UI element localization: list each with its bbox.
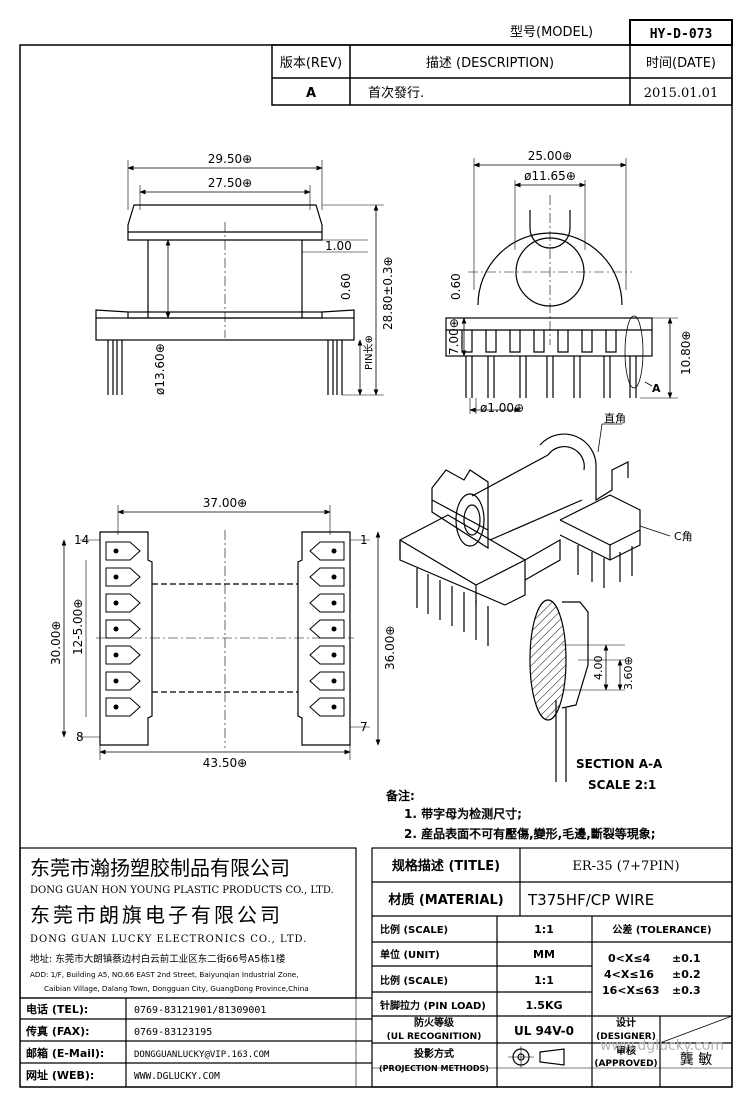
material-label: 材质 (MATERIAL): [388, 892, 503, 908]
tol3-value: ±0.3: [672, 984, 701, 997]
scale2-value: 1:1: [534, 974, 554, 987]
ul-label: 防火等级: [414, 1016, 455, 1029]
contacts: 电话 (TEL): 0769-83121901/81309001 传真 (FAX…: [25, 1002, 270, 1082]
side-dim-width: 25.00⊕: [528, 149, 572, 163]
contact-web-value: WWW.DGLUCKY.COM: [134, 1071, 220, 1082]
dim-core: ø13.60⊕: [153, 343, 167, 395]
pin-number-8: 8: [76, 730, 84, 744]
pin-slots: [105, 541, 345, 717]
note-chamfer: C角: [674, 530, 693, 543]
scale2-label: 比例 (SCALE): [380, 974, 448, 987]
projection-label: 投影方式: [414, 1047, 454, 1060]
dim-inner-width: 27.50⊕: [208, 176, 252, 190]
pin-length-label: PIN长⊕: [363, 335, 375, 370]
tol2-value: ±0.2: [672, 968, 701, 981]
unit-label: 单位 (UNIT): [380, 948, 440, 961]
approved-label: 审核: [616, 1044, 636, 1057]
projection-symbol-icon: [508, 1046, 565, 1068]
side-dim-bore: ø11.65⊕: [524, 169, 576, 183]
pin-load-label: 针脚拉力 (PIN LOAD): [380, 999, 486, 1012]
notes-heading: 备注:: [385, 788, 415, 803]
approved-label-en: (APPROVED): [594, 1059, 657, 1069]
bottom-dim-pin-span: 30.00⊕: [49, 621, 63, 665]
rev-header: 版本(REV): [280, 56, 342, 71]
contact-web-label: 网址 (WEB):: [26, 1068, 94, 1082]
unit-value: MM: [533, 948, 555, 961]
company-name-1-cn: 东莞市瀚扬塑胶制品有限公司: [30, 856, 290, 880]
contact-fax-label: 传真 (FAX):: [25, 1024, 90, 1038]
side-dim-pin: ø1.00⊕: [480, 401, 524, 415]
side-dim-step: 0.60: [449, 273, 463, 300]
side-dim-total: 10.80⊕: [679, 331, 693, 375]
desc-value: 首次發行.: [368, 85, 424, 101]
contact-tel-value: 0769-83121901/81309001: [134, 1005, 266, 1016]
scale-label: 比例 (SCALE): [380, 923, 448, 936]
model-label: 型号(MODEL): [510, 25, 593, 40]
side-view: [445, 158, 678, 414]
contact-email-label: 邮箱 (E-Mail):: [26, 1046, 104, 1060]
company-name-2-cn: 东莞市朗旗电子有限公司: [30, 903, 283, 927]
bottom-dim-inner: 37.00⊕: [203, 496, 247, 510]
date-header: 时间(DATE): [646, 56, 716, 71]
desc-header: 描述 (DESCRIPTION): [426, 56, 554, 71]
section-scale: SCALE 2:1: [588, 778, 656, 792]
bottom-dim-depth: 36.00⊕: [383, 626, 397, 670]
pin-number-7: 7: [360, 720, 368, 734]
tol2-range: 4<X≤16: [604, 968, 654, 981]
pin-load-value: 1.5KG: [525, 999, 562, 1012]
scale-value: 1:1: [534, 923, 554, 936]
section-marker: A: [652, 382, 661, 395]
designer-label-en: (DESIGNER): [596, 1032, 656, 1042]
title-value: ER-35 (7+7PIN): [572, 859, 679, 874]
watermark: www.dglucky.com: [600, 1038, 724, 1054]
dim-height: 28.80±0.3⊕: [381, 256, 395, 330]
pin-number-1: 1: [360, 533, 368, 547]
projection-label-en: (PROJECTION METHODS): [379, 1064, 489, 1073]
ul-value: UL 94V-0: [514, 1024, 574, 1038]
section-dim-a: 4.00: [592, 656, 605, 681]
side-dim-base: 7.00⊕: [447, 318, 461, 355]
front-view: [95, 160, 384, 396]
section-dim-b: 3.60⊕: [622, 656, 635, 690]
note-1: 1. 带字母为检测尺寸;: [404, 806, 522, 821]
tol1-value: ±0.1: [672, 952, 701, 965]
contact-email-value: DONGGUANLUCKY@VIP.163.COM: [134, 1050, 270, 1060]
company-block: [19, 847, 372, 1087]
section-view: [529, 599, 625, 782]
rev-value: A: [306, 86, 316, 101]
pin-holes: [113, 548, 337, 710]
title-block: [371, 847, 733, 1088]
section-title: SECTION A-A: [576, 757, 663, 771]
isometric-view: [399, 423, 671, 646]
bottom-view: [61, 505, 381, 760]
dim-step: 0.60: [339, 273, 353, 300]
tol1-range: 0<X≤4: [608, 952, 651, 965]
ul-label-en: (UL RECOGNITION): [387, 1032, 482, 1042]
title-label: 规格描述 (TITLE): [392, 858, 500, 874]
company-address-cn: 地址: 东莞市大朗镇蔡边村白云前工业区东二街66号A5栋1楼: [30, 953, 286, 965]
approved-value: 龔 敏: [680, 1051, 712, 1068]
dim-overall-width: 29.50⊕: [208, 152, 252, 166]
company-address-en-2: Caibian Village, Dalang Town, Dongguan C…: [44, 984, 309, 993]
model-value: HY-D-073: [650, 27, 713, 42]
company-name-2-en: DONG GUAN LUCKY ELECTRONICS CO., LTD.: [30, 934, 307, 945]
dim-flange: 1.00: [325, 239, 352, 253]
note-right-angle: 直角: [604, 411, 626, 425]
note-2: 2. 産品表面不可有壓傷,變形,毛邊,斷裂等現象;: [404, 826, 656, 841]
header: 型号(MODEL) HY-D-073 版本(REV) 描述 (DESCRIPTI…: [271, 19, 733, 106]
tol3-range: 16<X≤63: [602, 984, 660, 997]
contact-fax-value: 0769-83123195: [134, 1027, 212, 1038]
bottom-dim-pitch: 12-5.00⊕: [71, 599, 85, 655]
company-name-1-en: DONG GUAN HON YOUNG PLASTIC PRODUCTS CO.…: [30, 885, 334, 896]
designer-label: 设计: [616, 1016, 636, 1029]
tolerance-label: 公差 (TOLERANCE): [612, 923, 711, 936]
date-value: 2015.01.01: [644, 86, 718, 101]
contact-tel-label: 电话 (TEL):: [26, 1002, 88, 1016]
company-address-en-1: ADD: 1/F, Building A5, NO.66 EAST 2nd St…: [30, 970, 299, 979]
material-value: T375HF/CP WIRE: [527, 891, 654, 909]
bottom-dim-outer: 43.50⊕: [203, 756, 247, 770]
pin-number-14: 14: [74, 533, 89, 547]
